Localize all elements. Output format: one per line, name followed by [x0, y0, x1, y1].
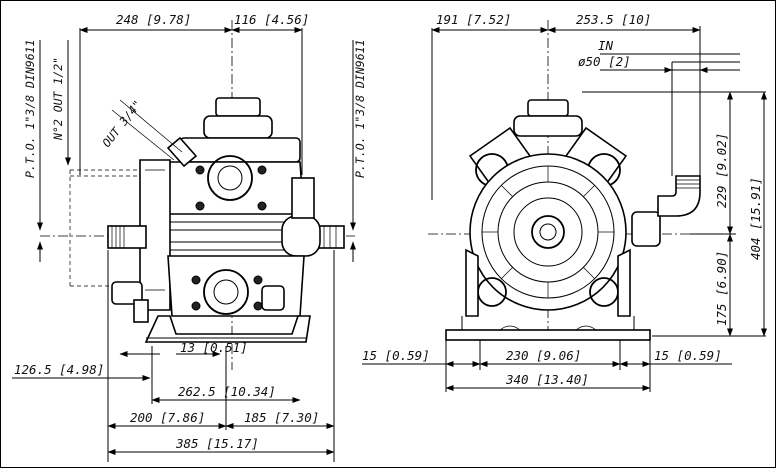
- dim-191: 191 [7.52]: [436, 12, 511, 27]
- dim-15-left: 15 [0.59]: [362, 348, 430, 363]
- out-half-label: N°2 OUT 1/2": [51, 57, 65, 141]
- dim-13: 13 [0.51]: [180, 340, 248, 355]
- dim-385: 385 [15.17]: [175, 436, 259, 451]
- dim-248: 248 [9.78]: [116, 12, 191, 27]
- dim-116: 116 [4.56]: [234, 12, 309, 27]
- dim-404: 404 [15.91]: [748, 177, 763, 260]
- dim-340: 340 [13.40]: [505, 372, 589, 387]
- side-view: 248 [9.78] 116 [4.56] P.T.O. 1"3/8 DIN96…: [12, 12, 367, 462]
- dim-15-right: 15 [0.59]: [654, 348, 722, 363]
- dim-229: 229 [9.02]: [714, 133, 729, 208]
- in-diameter: ø50 [2]: [578, 54, 631, 69]
- dim-230: 230 [9.06]: [506, 348, 581, 363]
- pto-label-right: P.T.O. 1"3/8 DIN9611: [353, 40, 367, 178]
- front-view: 191 [7.52] 253.5 [10] IN ø50 [2] 229 [9.…: [362, 12, 767, 392]
- in-label: IN: [598, 38, 614, 53]
- out-three-quarter-label: OUT 3/4": [99, 98, 144, 150]
- dim-253: 253.5 [10]: [576, 12, 651, 27]
- dim-200: 200 [7.86]: [130, 410, 205, 425]
- pto-label-left: P.T.O. 1"3/8 DIN9611: [23, 40, 37, 178]
- dim-126: 126.5 [4.98]: [14, 362, 104, 377]
- dim-175: 175 [6.90]: [714, 251, 729, 326]
- dim-185: 185 [7.30]: [244, 410, 319, 425]
- dim-262: 262.5 [10.34]: [178, 384, 276, 399]
